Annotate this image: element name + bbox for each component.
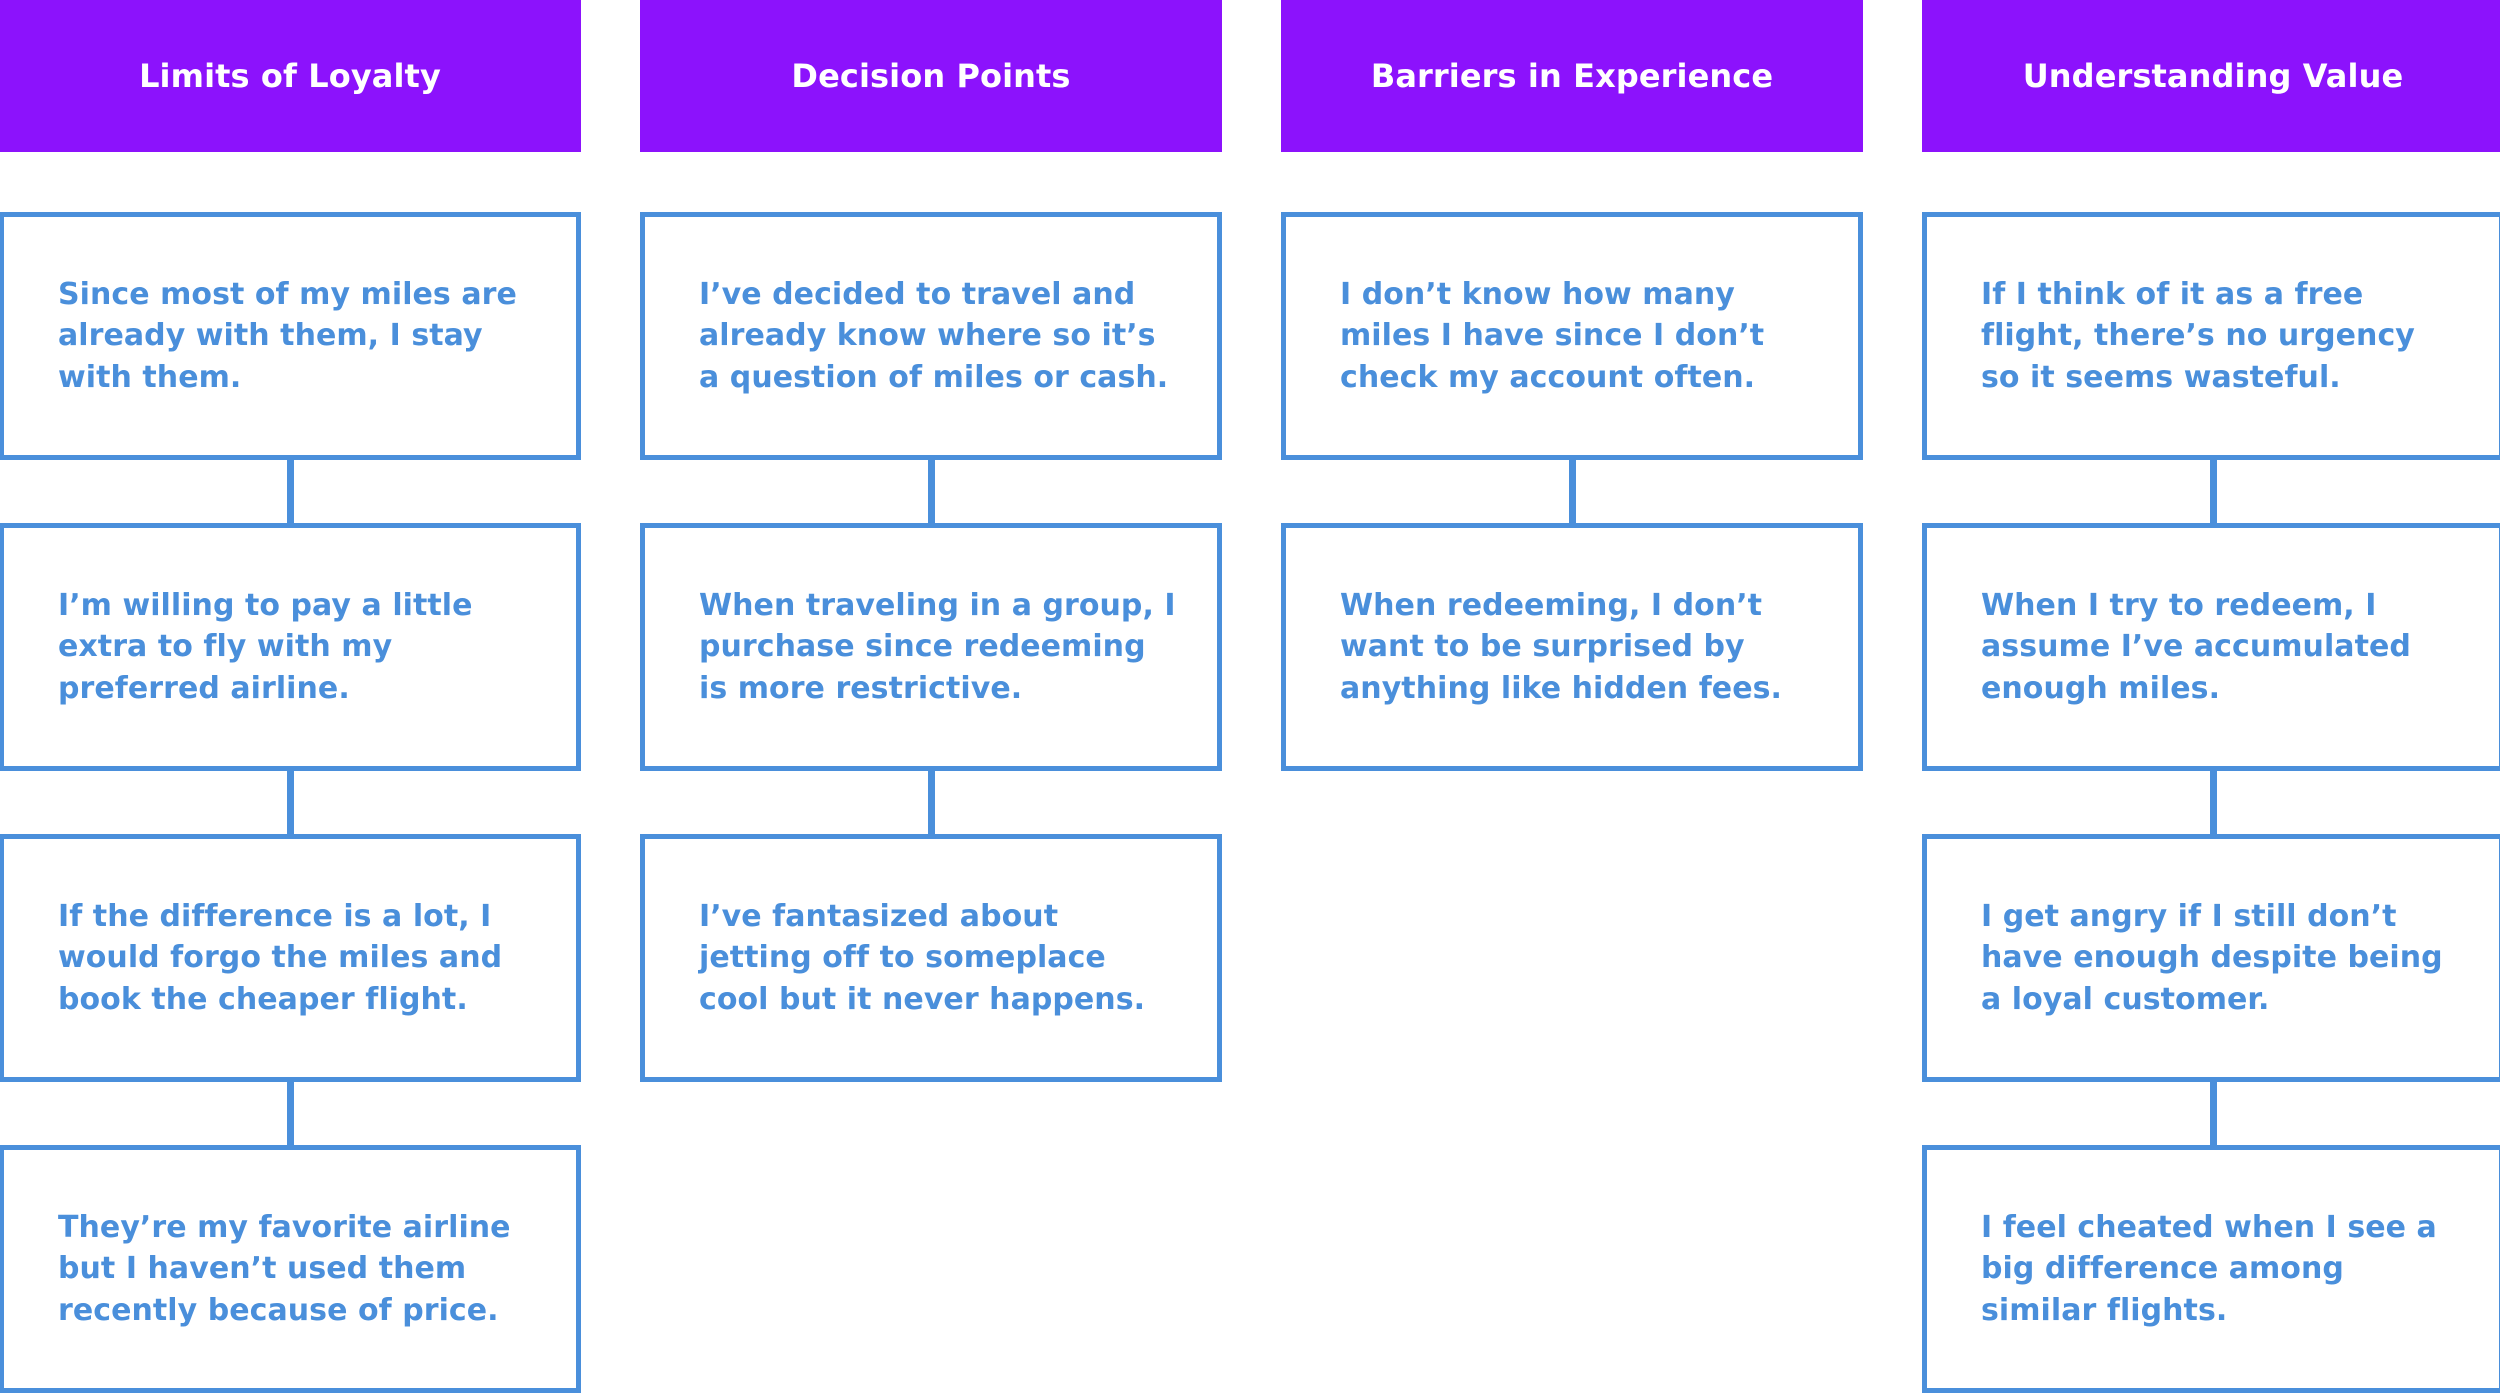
node-card-text: They’re my favorite airline but I haven’… (58, 1209, 511, 1328)
node-wrapper: I’ve decided to travel and already know … (640, 212, 1222, 523)
node-card-text: I’m willing to pay a little extra to fly… (58, 587, 473, 706)
node-card-text: I don’t know how many miles I have since… (1340, 276, 1765, 395)
node-wrapper: If I think of it as a free flight, there… (1922, 212, 2500, 523)
node-wrapper: When traveling in a group, I purchase si… (640, 523, 1222, 834)
diagram-column-barriers-in-experience: Barriers in Experience I don’t know how … (1281, 0, 1863, 1381)
node-card-text: If the difference is a lot, I would forg… (58, 898, 503, 1017)
node-connector-vertical (2210, 1082, 2217, 1145)
diagram-column-decision-points: Decision Points I’ve decided to travel a… (640, 0, 1222, 1381)
node-connector-vertical (928, 771, 935, 834)
node-card-text: I’ve decided to travel and already know … (699, 276, 1169, 395)
column-body: I don’t know how many miles I have since… (1281, 152, 1863, 1381)
node-card-text: When traveling in a group, I purchase si… (699, 587, 1176, 706)
node-card-text: I’ve fantasized about jetting off to som… (699, 898, 1146, 1017)
node-wrapper: Since most of my miles are already with … (0, 212, 581, 523)
column-body: If I think of it as a free flight, there… (1922, 152, 2500, 1393)
node-connector-vertical (1569, 460, 1576, 523)
node-card-text: I get angry if I still don’t have enough… (1981, 898, 2443, 1017)
node-connector-vertical (2210, 771, 2217, 834)
node-wrapper: I’m willing to pay a little extra to fly… (0, 523, 581, 834)
node-card[interactable]: I’m willing to pay a little extra to fly… (0, 523, 581, 771)
node-connector-vertical (287, 460, 294, 523)
node-wrapper: When I try to redeem, I assume I’ve accu… (1922, 523, 2500, 834)
node-card[interactable]: I get angry if I still don’t have enough… (1922, 834, 2500, 1082)
column-header-label: Limits of Loyalty (139, 56, 441, 95)
column-header-label: Decision Points (791, 56, 1071, 95)
column-body: Since most of my miles are already with … (0, 152, 581, 1393)
node-wrapper: I feel cheated when I see a big differen… (1922, 1145, 2500, 1393)
column-body: I’ve decided to travel and already know … (640, 152, 1222, 1381)
node-card-text: If I think of it as a free flight, there… (1981, 276, 2415, 395)
node-card[interactable]: When traveling in a group, I purchase si… (640, 523, 1222, 771)
node-card[interactable]: I’ve decided to travel and already know … (640, 212, 1222, 460)
column-header-limits-of-loyalty: Limits of Loyalty (0, 0, 581, 152)
node-wrapper: They’re my favorite airline but I haven’… (0, 1145, 581, 1393)
node-card[interactable]: I’ve fantasized about jetting off to som… (640, 834, 1222, 1082)
node-wrapper: I’ve fantasized about jetting off to som… (640, 834, 1222, 1082)
node-card[interactable]: Since most of my miles are already with … (0, 212, 581, 460)
node-card-text: When I try to redeem, I assume I’ve accu… (1981, 587, 2411, 706)
column-header-decision-points: Decision Points (640, 0, 1222, 152)
node-connector-vertical (287, 1082, 294, 1145)
node-card[interactable]: I feel cheated when I see a big differen… (1922, 1145, 2500, 1393)
column-header-label: Barriers in Experience (1370, 56, 1774, 95)
node-card[interactable]: They’re my favorite airline but I haven’… (0, 1145, 581, 1393)
node-wrapper: I don’t know how many miles I have since… (1281, 212, 1863, 523)
node-card[interactable]: When I try to redeem, I assume I’ve accu… (1922, 523, 2500, 771)
diagram-column-understanding-value: Understanding Value If I think of it as … (1922, 0, 2500, 1393)
node-card[interactable]: I don’t know how many miles I have since… (1281, 212, 1863, 460)
node-card-text: I feel cheated when I see a big differen… (1981, 1209, 2437, 1328)
node-connector-vertical (928, 460, 935, 523)
node-connector-vertical (287, 771, 294, 834)
node-wrapper: If the difference is a lot, I would forg… (0, 834, 581, 1145)
node-card-text: When redeeming, I don’t want to be surpr… (1340, 587, 1782, 706)
node-wrapper: I get angry if I still don’t have enough… (1922, 834, 2500, 1145)
node-connector-vertical (2210, 460, 2217, 523)
node-card-text: Since most of my miles are already with … (58, 276, 517, 395)
node-card[interactable]: If the difference is a lot, I would forg… (0, 834, 581, 1082)
node-wrapper: When redeeming, I don’t want to be surpr… (1281, 523, 1863, 771)
column-header-barriers-in-experience: Barriers in Experience (1281, 0, 1863, 152)
column-header-label: Understanding Value (2022, 56, 2404, 95)
node-card[interactable]: When redeeming, I don’t want to be surpr… (1281, 523, 1863, 771)
node-card[interactable]: If I think of it as a free flight, there… (1922, 212, 2500, 460)
diagram-column-limits-of-loyalty: Limits of Loyalty Since most of my miles… (0, 0, 581, 1393)
column-header-understanding-value: Understanding Value (1922, 0, 2500, 152)
